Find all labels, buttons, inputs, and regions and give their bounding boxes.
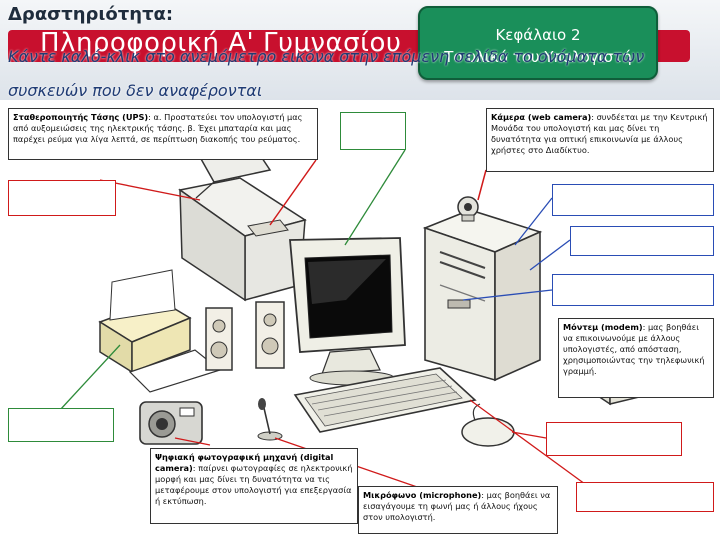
activity-instruction: Κάντε καλό-κλικ στο ανεμόμετρο εικόνα στ…	[8, 47, 645, 100]
webcam-description: Κάμερα (web camera): συνδέεται με την Κε…	[486, 108, 714, 172]
ups-illustration	[247, 219, 289, 237]
chapter-subtitle: Το υλικό του Υπολογιστή	[444, 48, 632, 66]
modem-term: Μόντεμ (modem)	[563, 322, 643, 332]
mouse-illustration	[461, 403, 515, 447]
monitor-illustration	[289, 237, 406, 386]
microphone-text: : μας βοηθάει να εισαγάγουμε τη φωνή μας…	[363, 490, 551, 522]
scanner-illustration	[178, 139, 307, 302]
answer-box-scanner[interactable]	[8, 180, 116, 216]
answer-box-mouse[interactable]	[546, 422, 682, 456]
speakers-illustration	[205, 301, 285, 371]
keyboard-illustration	[293, 367, 477, 433]
printer-illustration	[98, 269, 222, 393]
microphone-description: Μικρόφωνο (microphone): μας βοηθάει να ε…	[358, 486, 558, 534]
microphone-term: Μικρόφωνο (microphone)	[363, 490, 482, 500]
webcam-illustration	[457, 196, 479, 222]
answer-box-printer[interactable]	[8, 408, 114, 442]
ups-text: : α. Προστατεύει τον υπολογιστή μας από …	[13, 112, 303, 144]
ups-description: Σταθεροποιητής Τάσης (UPS): α. Προστατεύ…	[8, 108, 318, 160]
modem-description: Μόντεμ (modem): μας βοηθάει να επικοινων…	[558, 318, 714, 398]
microphone-illustration	[257, 398, 283, 441]
answer-box-keyboard[interactable]	[576, 482, 714, 512]
answer-box-tower-1[interactable]	[552, 184, 714, 216]
digital-camera-illustration	[139, 401, 203, 445]
answer-box-monitor[interactable]	[340, 112, 406, 150]
webcam-text: : συνδέεται με την Κεντρική Μονάδα του υ…	[491, 112, 708, 155]
chapter-number: Κεφάλαιο 2	[495, 26, 581, 44]
chapter-badge: Κεφάλαιο 2 Το υλικό του Υπολογιστή	[418, 6, 658, 80]
answer-box-tower-2[interactable]	[570, 226, 714, 256]
digital-camera-text: : παίρνει φωτογραφίες σε ηλεκτρονική μορ…	[155, 463, 353, 506]
answer-box-tower-3[interactable]	[552, 274, 714, 306]
digital-camera-term: Ψηφιακή φωτογραφική μηχανή (digital came…	[155, 452, 334, 473]
computer-tower-illustration	[422, 209, 543, 382]
slide-title: Πληροφορική Α' Γυμνασίου	[40, 28, 402, 58]
modem-text: : μας βοηθάει να επικοινωνούμε με άλλους…	[563, 322, 705, 376]
ups-term: Σταθεροποιητής Τάσης (UPS)	[13, 112, 149, 122]
activity-title: Δραστηριότητα:	[8, 4, 174, 25]
digital-camera-description: Ψηφιακή φωτογραφική μηχανή (digital came…	[150, 448, 358, 524]
webcam-term: Κάμερα (web camera)	[491, 112, 592, 122]
